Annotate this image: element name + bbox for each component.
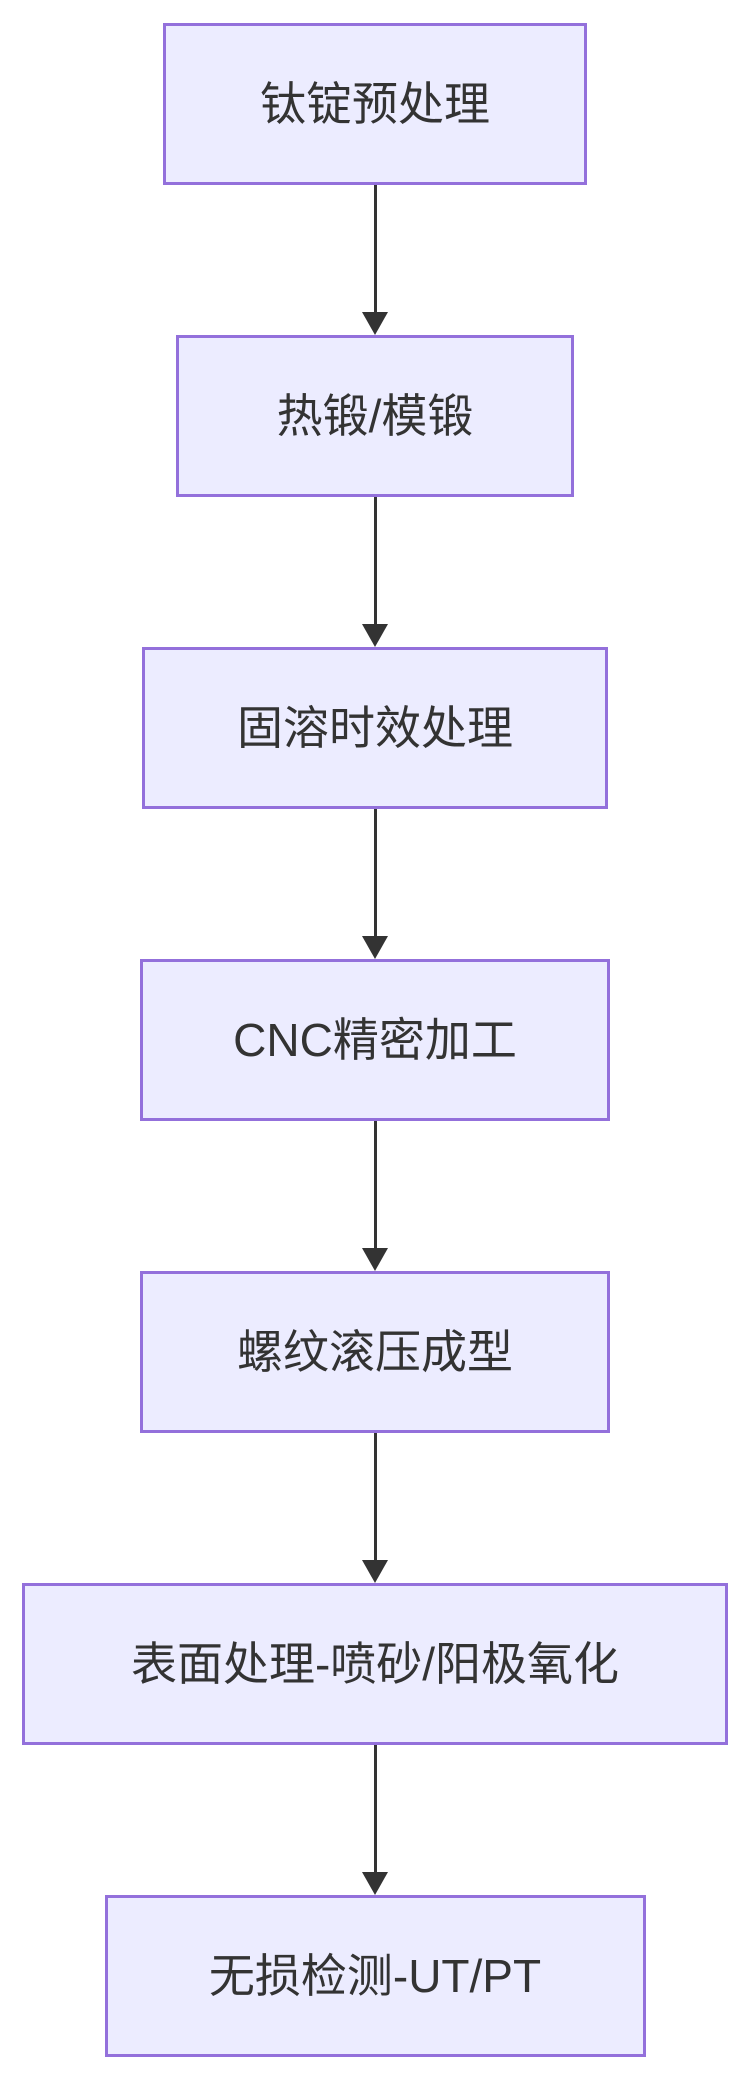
flow-node-cnc-precision-machining: CNC精密加工 [140, 959, 610, 1121]
edge-line [373, 809, 377, 936]
flow-edge-4-5 [362, 1121, 388, 1271]
flow-edge-1-2 [362, 185, 388, 335]
flow-node-ndt-inspection: 无损检测-UT/PT [104, 1895, 646, 2057]
flow-edge-2-3 [362, 497, 388, 647]
flow-node-solution-aging-treatment: 固溶时效处理 [142, 647, 608, 809]
flow-node-label: 表面处理-喷砂/阳极氧化 [130, 1638, 620, 1690]
flow-node-label: CNC精密加工 [233, 1014, 517, 1066]
arrow-down-icon [362, 624, 388, 647]
arrow-down-icon [362, 312, 388, 335]
edge-line [373, 1745, 377, 1872]
flow-node-label: 螺纹滚压成型 [237, 1326, 513, 1378]
edge-line [373, 185, 377, 312]
edge-line [373, 497, 377, 624]
flow-node-label: 固溶时效处理 [237, 702, 513, 754]
arrow-down-icon [362, 936, 388, 959]
arrow-down-icon [362, 1872, 388, 1895]
flow-edge-3-4 [362, 809, 388, 959]
flow-node-titanium-ingot-pretreatment: 钛锭预处理 [163, 23, 587, 185]
flow-node-surface-treatment: 表面处理-喷砂/阳极氧化 [22, 1583, 728, 1745]
arrow-down-icon [362, 1560, 388, 1583]
edge-line [373, 1433, 377, 1560]
flow-node-label: 钛锭预处理 [260, 78, 490, 130]
arrow-down-icon [362, 1248, 388, 1271]
flow-node-hot-forging: 热锻/模锻 [176, 335, 574, 497]
flow-edge-6-7 [362, 1745, 388, 1895]
flow-node-thread-rolling: 螺纹滚压成型 [140, 1271, 610, 1433]
flow-node-label: 热锻/模锻 [276, 390, 474, 442]
edge-line [373, 1121, 377, 1248]
flow-node-label: 无损检测-UT/PT [208, 1950, 542, 2002]
flow-edge-5-6 [362, 1433, 388, 1583]
